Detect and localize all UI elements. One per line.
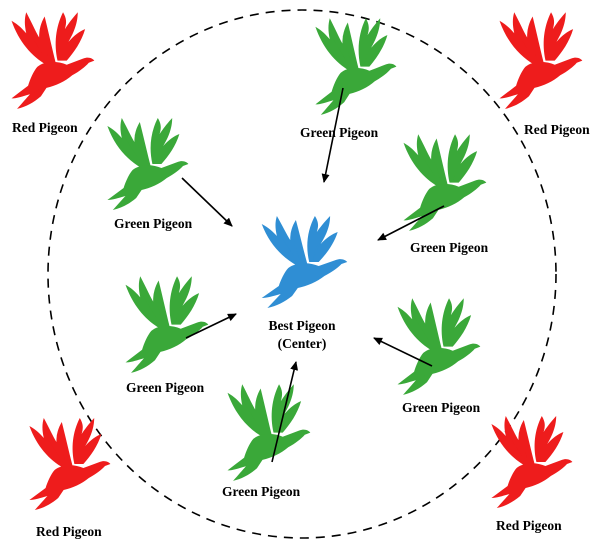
arrow-lower-right-to-center (373, 337, 433, 367)
green-pigeon-top (315, 18, 397, 115)
green-pigeon-upper-right (403, 134, 487, 231)
arrow-lower-left-to-center (185, 313, 237, 339)
arrow-bottom-to-center (271, 361, 299, 463)
red-pigeon-bottom-right (491, 416, 573, 508)
arrow-upper-right-to-center (377, 205, 445, 241)
label-red-pigeon-top-right: Red Pigeon (524, 122, 590, 137)
arrow-top-to-center (321, 87, 344, 183)
green-pigeon-lower-right (397, 298, 481, 395)
green-pigeon-lower-left (125, 276, 209, 373)
label-green-pigeon-upper-left: Green Pigeon (114, 216, 193, 231)
label-red-pigeon-top-left: Red Pigeon (12, 120, 78, 135)
label-red-pigeon-bottom-right: Red Pigeon (496, 518, 562, 533)
arrow-upper-left-to-center (181, 177, 233, 227)
label-green-pigeon-upper-right: Green Pigeon (410, 240, 489, 255)
label-red-pigeon-bottom-left: Red Pigeon (36, 524, 102, 539)
boundary-dashed-circle (47, 9, 557, 539)
label-best-pigeon: Best Pigeon (268, 318, 336, 333)
label-best-pigeon-center-note: (Center) (278, 336, 327, 351)
green-pigeon-bottom (227, 384, 311, 481)
green-pigeon-upper-left (107, 118, 189, 210)
label-green-pigeon-lower-left: Green Pigeon (126, 380, 205, 395)
label-green-pigeon-bottom: Green Pigeon (222, 484, 301, 499)
label-green-pigeon-lower-right: Green Pigeon (402, 400, 481, 415)
label-green-pigeon-top: Green Pigeon (300, 125, 379, 140)
red-pigeon-top-left (11, 12, 95, 109)
best-pigeon-center (261, 216, 348, 308)
red-pigeon-top-right (499, 12, 583, 109)
